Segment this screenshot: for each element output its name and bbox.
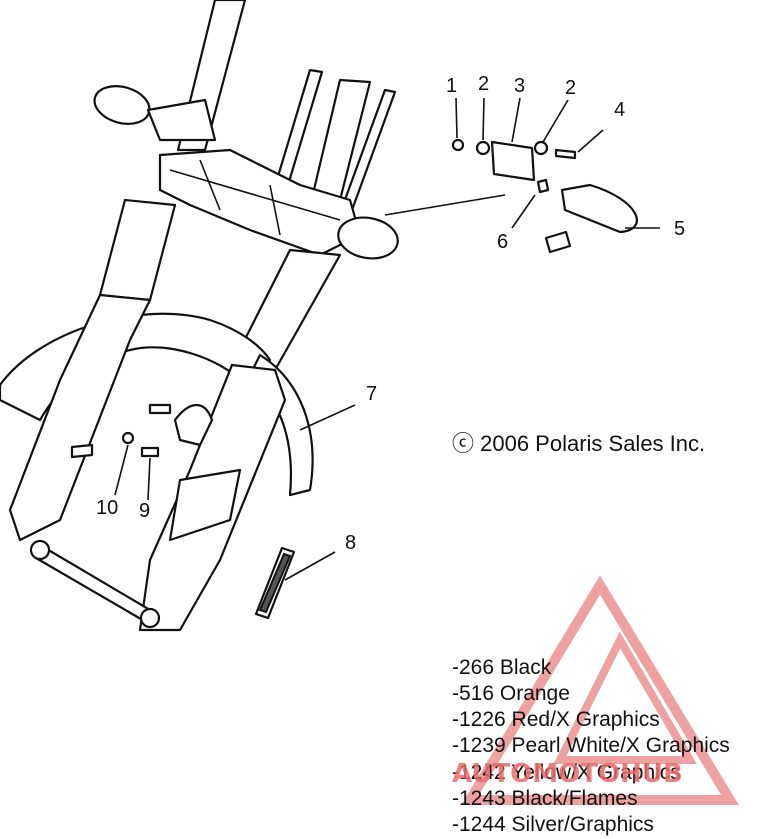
copyright-notice: ⓒ 2006 Polaris Sales Inc. (452, 431, 705, 456)
variant-list: -266 Black -516 Orange -1226 Red/X Graph… (452, 656, 730, 836)
variant-item: -1244 Silver/Graphics (452, 813, 654, 836)
leader-lines (114, 97, 660, 581)
axle (29, 539, 161, 629)
watermark-text: AUTOMOTOHUB (452, 759, 683, 789)
callouts: 1 2 3 2 4 5 6 7 8 10 9 (96, 73, 685, 554)
left-turn-signal (93, 85, 217, 142)
variant-item: -1243 Black/Flames (452, 787, 638, 810)
callout-6: 6 (497, 231, 508, 253)
variant-item: -1226 Red/X Graphics (452, 708, 660, 731)
variant-item: -266 Black (452, 656, 552, 679)
reflector-part-8 (254, 546, 296, 620)
callout-7: 7 (366, 383, 377, 405)
callout-10: 10 (96, 497, 118, 519)
signal-housing-part-5 (560, 183, 638, 234)
nut-part-1 (451, 138, 465, 152)
bolt-part-4 (554, 148, 577, 160)
watermark-logo (461, 575, 739, 805)
bolt-part-9 (140, 446, 160, 458)
callout-4: 4 (614, 99, 625, 121)
variant-item: -516 Orange (452, 682, 570, 705)
variant-item: -1242 Yellow/X Graphics (452, 761, 681, 784)
triple-clamp (158, 148, 399, 260)
callout-9: 9 (139, 500, 150, 522)
washer-part-10 (121, 431, 135, 445)
brake-bracket (168, 403, 242, 542)
variant-item: -1239 Pearl White/X Graphics (452, 734, 730, 757)
bolt-fender (148, 403, 172, 415)
screw-part-6 (536, 178, 550, 194)
spacer (70, 443, 94, 459)
callout-5: 5 (674, 218, 685, 240)
callout-3: 3 (514, 75, 525, 97)
callout-2a: 2 (478, 73, 489, 95)
hardware-parts (70, 138, 638, 459)
bracket-part-3 (490, 140, 536, 182)
washer-part-2b (533, 140, 549, 156)
washer-part-2a (475, 140, 491, 156)
callout-1: 1 (446, 75, 457, 97)
fork-lower-tubes (98, 198, 342, 372)
bulb-part-5 (544, 230, 572, 254)
callout-2b: 2 (565, 77, 576, 99)
callout-8: 8 (345, 532, 356, 554)
